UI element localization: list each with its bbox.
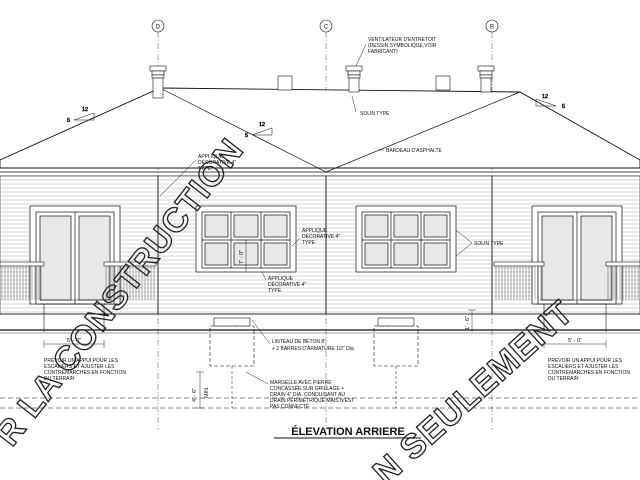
slope-run-right: 5 — [562, 104, 565, 110]
note-prevoir-left-line-3: CONTREMARCHES EN FONCTION — [44, 370, 126, 376]
note-margelle-line-3: DRAIN 4" DIA. CONDUISANT AU — [270, 392, 345, 398]
note-solin-top: SOLIN TYPE — [360, 111, 390, 117]
note-prevoir-right-line-3: CONTREMARCHES EN FONCTION — [548, 370, 630, 376]
slope-run-left: 5 — [67, 118, 70, 124]
grid-bubble-center: C — [319, 19, 333, 33]
note-prevoir-left-line-1: PRÉVOIR UN APPUI POUR LES — [44, 357, 119, 364]
patio-door-left — [29, 205, 121, 305]
dim-margelle-depth: 4' - 6" — [192, 388, 198, 402]
note-applique-mid-line-1: APPLIQUE — [302, 228, 328, 234]
note-prevoir-left-line-4: DU TERRAIN — [44, 376, 75, 382]
dimension-right-height: 1' - 6" — [465, 309, 476, 332]
note-applique-top-line-2: DÉCORATIVE 4" — [198, 159, 236, 166]
note-applique-mid-line-2: DÉCORATIVE 4" — [302, 233, 340, 240]
grid-bubble-left: D — [151, 19, 165, 33]
note-applique-mid-line-3: TYPE — [302, 240, 316, 246]
note-prevoir-right-line-1: PRÉVOIR UN APPUI POUR LES — [548, 357, 623, 364]
slope-indicator-center: 12 5 — [245, 122, 273, 139]
note-applique-top-line-1: APPLIQUE — [198, 154, 224, 160]
railing-left — [0, 261, 157, 332]
note-prevoir-right: PRÉVOIR UN APPUI POUR LES ESCALIERS ET A… — [548, 357, 630, 382]
dimension-margelle: 4' - 6" MIN. — [192, 371, 210, 409]
note-ventilateur: VENTILATEUR D'ENTRETOIT (DESSIN SYMBOLIQ… — [368, 37, 437, 55]
railing-right — [493, 261, 640, 332]
dim-min: MIN. — [204, 386, 210, 398]
grid-label-right: B — [490, 25, 494, 31]
slope-rise-center: 12 — [259, 122, 265, 128]
window-left — [195, 205, 297, 273]
note-applique-top-line-3: TYPE — [198, 166, 212, 172]
roof-vent-center — [345, 65, 363, 93]
note-ventilateur-line-3: FABRICANT) — [368, 49, 398, 55]
note-margelle-line-5: PAS CONNECTÉ — [270, 403, 310, 410]
foundation — [0, 313, 640, 409]
dimension-window-height: 7' - 0" — [239, 239, 250, 272]
window-right — [355, 205, 457, 273]
note-margelle-line-4: DRAIN PÉRIMÉTRIQUE MAIS N'EST — [270, 397, 354, 404]
grid-label-left: D — [156, 25, 161, 31]
dimension-left-stair: 5' - 0" — [43, 338, 105, 348]
roof — [0, 87, 640, 177]
chimney-stub — [277, 75, 451, 91]
note-ventilateur-line-2: (DESSIN SYMBOLIQUE,VOIR — [368, 43, 437, 49]
grid-label-center: C — [324, 25, 329, 31]
dim-window-height: 7' - 0" — [239, 250, 245, 264]
note-prevoir-left: PRÉVOIR UN APPUI POUR LES ESCALIERS ET A… — [44, 357, 126, 382]
slope-indicator-left: 12 5 — [67, 107, 95, 124]
note-prevoir-right-line-2: ESCALIERS ET AJUSTER LES — [548, 364, 619, 370]
note-ventilateur-line-1: VENTILATEUR D'ENTRETOIT — [368, 37, 436, 43]
note-applique-mid: APPLIQUE DÉCORATIVE 4" TYPE — [302, 228, 340, 246]
note-applique-low-line-3: TYPE — [268, 288, 282, 294]
slope-rise-right: 12 — [542, 94, 548, 100]
note-margelle-line-2: CONCASSÉE SUR GRILLAGE + — [270, 385, 344, 392]
note-linteau-line-1: LINTEAU DE BÉTON 8" — [272, 338, 326, 345]
note-linteau: LINTEAU DE BÉTON 8" + 2 BARRES D'ARMATUR… — [272, 338, 355, 352]
note-margelle-line-1: MARGELLE AVEC PIERRE — [270, 380, 332, 386]
slope-rise-left: 12 — [82, 107, 88, 113]
note-applique-low-line-2: DÉCORATIVE 4" — [268, 281, 306, 288]
note-solin-right: SOLIN TYPE — [474, 241, 504, 247]
dim-left-stair: 5' - 0" — [67, 338, 81, 344]
roof-vent-right — [477, 65, 495, 93]
roof-vent-left — [149, 65, 167, 99]
note-prevoir-left-line-2: ESCALIERS ET AJUSTER LES — [44, 364, 115, 370]
dim-right-height: 1' - 6" — [465, 316, 471, 330]
dim-right-stair: 5' - 0" — [568, 338, 582, 344]
note-margelle: MARGELLE AVEC PIERRE CONCASSÉE SUR GRILL… — [270, 380, 354, 410]
grid-bubble-right: B — [485, 19, 499, 33]
dimension-right-stair: 5' - 0" — [543, 338, 607, 348]
slope-run-center: 5 — [245, 133, 248, 139]
note-linteau-line-2: + 2 BARRES D'ARMATURE 1/2" Dia. — [272, 346, 355, 352]
note-prevoir-right-line-4: DU TERRAIN — [548, 376, 579, 382]
note-applique-low: APPLIQUE DÉCORATIVE 4" TYPE — [268, 276, 306, 294]
note-applique-low-line-1: APPLIQUE — [268, 276, 294, 282]
note-bardeau: BARDEAU D'ASPHALTE — [386, 148, 443, 154]
drawing-title: ÉLEVATION ARRIERE — [291, 425, 404, 438]
note-applique-top: APPLIQUE DÉCORATIVE 4" TYPE — [198, 154, 236, 172]
slope-indicator-right: 12 5 — [535, 94, 565, 110]
leader-lines — [159, 43, 473, 385]
patio-door-right — [531, 205, 623, 305]
